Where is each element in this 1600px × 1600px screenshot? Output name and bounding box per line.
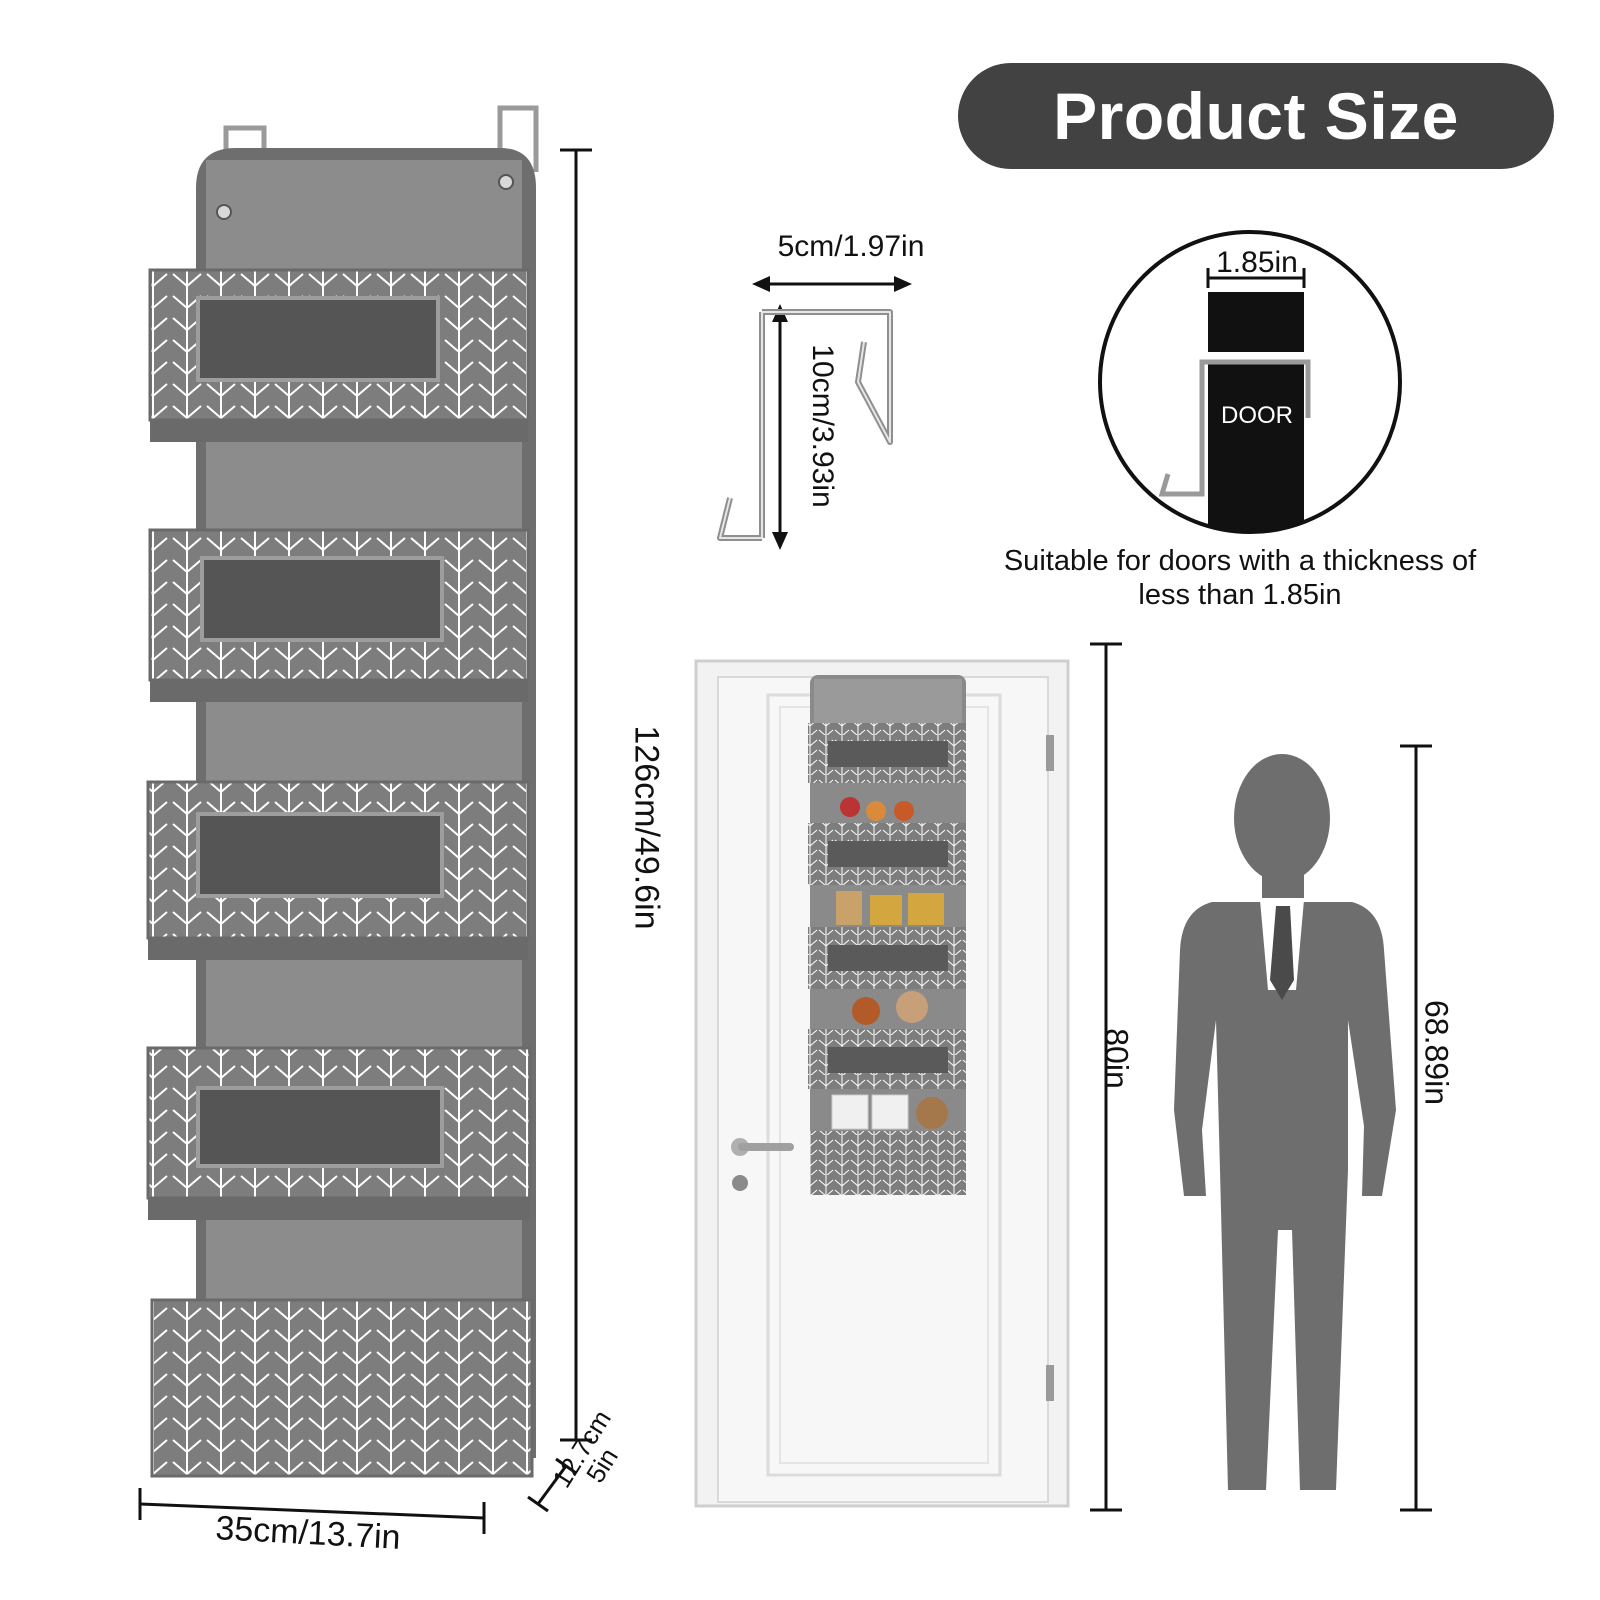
door-detail-circle xyxy=(1098,230,1402,534)
door-handle-icon xyxy=(731,1138,794,1191)
title-badge: Product Size xyxy=(958,63,1554,169)
hook-width-label: 5cm/1.97in xyxy=(777,230,925,263)
pocket-1 xyxy=(148,268,530,442)
pocket-2 xyxy=(148,528,530,702)
width-dimension-line xyxy=(138,1488,486,1534)
organizer-height-label: 126cm/49.6in xyxy=(627,725,666,930)
door-note-line-1: Suitable for doors with a thickness of xyxy=(1003,545,1477,577)
person-height-label: 68.89in xyxy=(1418,1000,1455,1105)
door-hook-icon xyxy=(1158,359,1311,497)
mini-organizer xyxy=(808,675,966,1195)
pocket-4 xyxy=(146,1046,532,1220)
hook-height-label: 10cm/3.93in xyxy=(806,344,839,508)
hook-detail-illustration xyxy=(717,276,912,550)
door-note-line-2: less than 1.85in xyxy=(1138,579,1342,611)
depth-dimension-line xyxy=(527,1457,577,1513)
door-scene-illustration xyxy=(694,659,1070,1508)
person-silhouette-icon xyxy=(1174,754,1396,1490)
door-thickness-note: Suitable for doors with a thickness of l… xyxy=(960,544,1520,612)
pocket-5 xyxy=(150,1298,534,1478)
hook-height-arrow xyxy=(772,304,788,550)
person-height-dimension-line xyxy=(1400,744,1432,1512)
hook-right-icon xyxy=(497,105,539,178)
page-title: Product Size xyxy=(1053,79,1459,153)
door-height-dimension-line xyxy=(1090,642,1122,1512)
height-dimension-line xyxy=(560,148,592,1442)
thickness-dimension-line xyxy=(1206,268,1306,288)
hook-width-arrow xyxy=(752,276,912,292)
door-thickness-label: 1.85in xyxy=(1216,246,1298,279)
pocket-3 xyxy=(146,780,530,960)
door-height-label: 80in xyxy=(1098,1028,1135,1089)
door-thickness-illustration xyxy=(1098,230,1402,534)
organizer-illustration xyxy=(138,105,592,1534)
shirt-and-tie xyxy=(1260,900,1304,1000)
door-label: DOOR xyxy=(1221,402,1293,429)
person-silhouette xyxy=(1174,754,1396,1490)
